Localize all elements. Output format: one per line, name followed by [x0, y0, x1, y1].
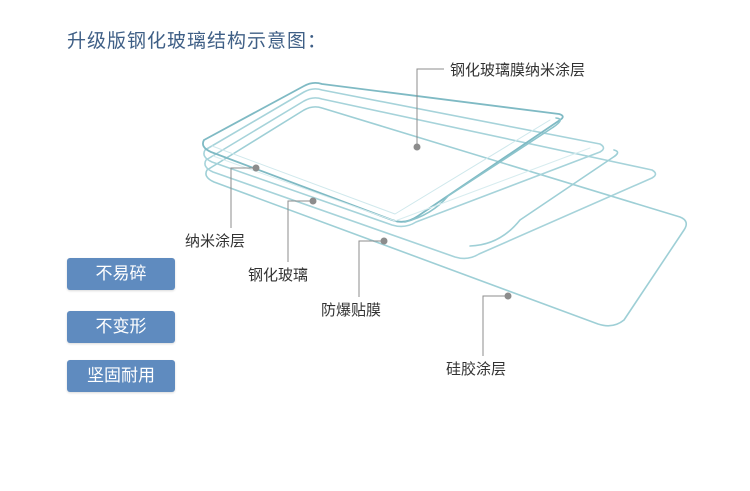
leader-nano	[230, 167, 256, 228]
sheet-highlight-2	[212, 147, 591, 222]
leader-top	[416, 68, 444, 147]
dot-silicone	[504, 292, 512, 300]
diagram-title: 升级版钢化玻璃结构示意图：	[67, 30, 328, 52]
sheet-film	[204, 97, 657, 260]
leader-glass	[287, 200, 313, 262]
sheet-glass	[203, 88, 605, 228]
sheet-top	[202, 81, 564, 223]
sheet-film-edge	[469, 149, 619, 247]
dot-film	[380, 237, 388, 245]
sheet-top-edge	[404, 117, 561, 223]
leader-film	[358, 240, 384, 297]
label-nano-coating: 纳米涂层	[185, 232, 246, 250]
sheet-highlight-1	[211, 119, 551, 215]
feature-badge-no-deform: 不变形	[67, 311, 175, 343]
leader-silicone	[482, 295, 508, 356]
feature-badge-durable: 坚固耐用	[67, 360, 175, 392]
label-explosion-film: 防爆贴膜	[321, 301, 382, 319]
feature-badge-shatterproof: 不易碎	[67, 258, 175, 290]
label-tempered-glass: 钢化玻璃	[248, 266, 309, 284]
sheet-silicone	[205, 106, 688, 327]
dot-top	[413, 143, 421, 151]
dot-glass	[309, 197, 317, 205]
dot-nano	[252, 164, 260, 172]
label-top-coating: 钢化玻璃膜纳米涂层	[450, 61, 586, 79]
label-silicone-coating: 硅胶涂层	[446, 360, 507, 378]
